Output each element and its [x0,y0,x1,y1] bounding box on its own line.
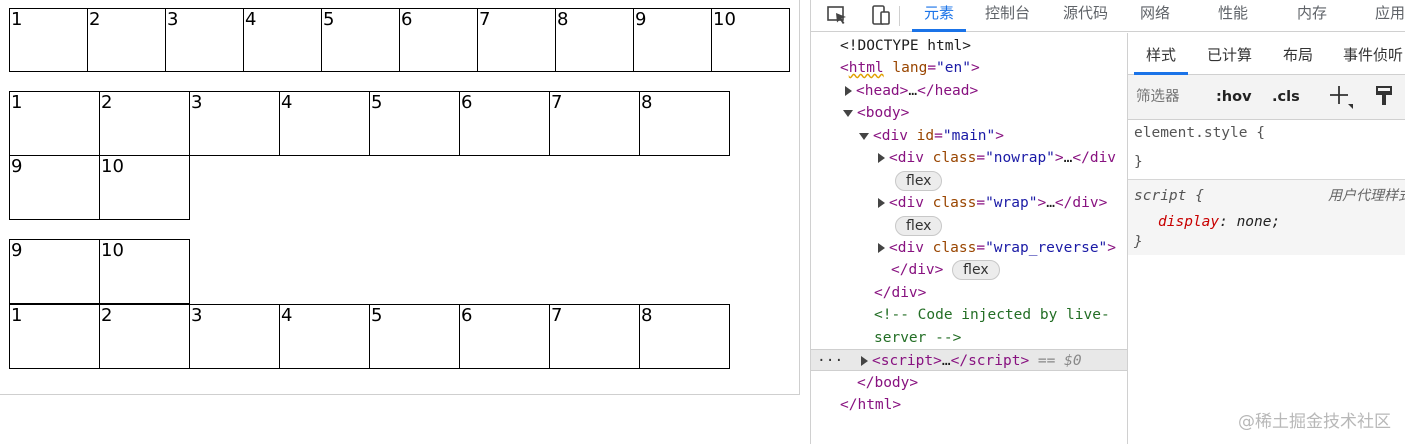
toolbar-divider [899,6,900,26]
row-options-icon[interactable]: ··· [817,353,844,369]
expand-arrow-icon[interactable] [861,356,868,366]
wrap-item: 2 [99,91,190,156]
wrap-reverse-item: 10 [99,239,190,304]
expand-arrow-icon[interactable] [878,153,885,163]
styles-toolbar: :hov .cls [1128,75,1405,120]
dom-html-close[interactable]: </html> [840,397,902,413]
dom-head[interactable]: <head>…</head> [811,80,1127,102]
element-style-rule: element.style { } [1128,120,1405,180]
styles-filter-input[interactable] [1136,86,1196,108]
flex-badge[interactable]: flex [952,260,1000,280]
wrap-item: 5 [369,91,460,156]
wrap-reverse-item: 2 [99,304,190,369]
wrap-reverse-item: 1 [9,304,100,369]
wrap-item: 8 [639,91,730,156]
dom-body-close[interactable]: </body> [857,375,919,391]
styles-tabbar: 样式 已计算 布局 事件侦听 [1128,33,1405,75]
rule-close-brace: } [1134,234,1143,250]
devtools-tabbar: 元素 控制台 源代码 网络 性能 内存 应用 [811,0,1405,32]
styles-pane: 样式 已计算 布局 事件侦听 :hov .cls element.style {… [1127,33,1405,444]
expand-arrow-icon[interactable] [878,243,885,253]
tab-application[interactable]: 应用 [1375,4,1405,22]
devtools-panel: 元素 控制台 源代码 网络 性能 内存 应用 <!DOCTYPE html> <… [810,0,1405,444]
flex-badge[interactable]: flex [895,216,943,236]
nowrap-item: 5 [321,8,400,72]
wrap-reverse-item: 4 [279,304,370,369]
wrap-item: 6 [459,91,550,156]
element-state-icon[interactable] [1373,84,1395,106]
hov-button[interactable]: :hov [1216,89,1252,105]
wrap-item: 3 [189,91,280,156]
nowrap-item: 8 [555,8,634,72]
wrap-reverse-item: 3 [189,304,280,369]
tab-sources[interactable]: 源代码 [1063,4,1109,22]
dom-div-wrap-reverse[interactable]: <div class="wrap_reverse"> [811,237,1127,259]
collapse-arrow-icon[interactable] [843,109,853,117]
dom-div-close-main[interactable]: </div> [874,285,927,301]
tab-layout[interactable]: 布局 [1283,46,1314,64]
nowrap-item: 9 [633,8,712,72]
nowrap-item: 2 [87,8,166,72]
flex-badge[interactable]: flex [895,171,943,191]
dom-comment-line-1[interactable]: <!-- Code injected by live- [874,307,1110,323]
wrap-reverse-item: 7 [549,304,640,369]
dom-div-main[interactable]: <div id="main"> [811,125,1127,147]
script-style-rule: script { 用户代理样式表 display: none; } [1128,180,1405,255]
nowrap-item: 10 [711,8,790,72]
nowrap-item: 6 [399,8,478,72]
tab-elements[interactable]: 元素 [911,0,967,32]
nowrap-item: 4 [243,8,322,72]
wrap-item: 7 [549,91,640,156]
new-style-rule-icon[interactable] [1328,84,1354,109]
expand-arrow-icon[interactable] [845,86,852,96]
wrap-reverse-item: 9 [9,239,100,304]
dom-flex-badge-nowrap: flex [811,170,1127,192]
dom-div-close-wrap-reverse[interactable]: </div> flex [811,259,1127,281]
tab-performance[interactable]: 性能 [1218,4,1249,22]
wrap-item: 9 [9,155,100,220]
element-style-selector[interactable]: element.style { [1134,125,1265,141]
tab-event-listeners[interactable]: 事件侦听 [1343,46,1404,64]
script-selector[interactable]: script { [1134,188,1204,204]
collapse-arrow-icon[interactable] [859,132,869,140]
dom-script-selected[interactable]: ···<script>…</script> == $0 [811,349,1127,371]
wrap-item: 10 [99,155,190,220]
watermark: @稀土掘金技术社区 [1238,412,1391,432]
wrap-item: 4 [279,91,370,156]
dom-tree: <!DOCTYPE html> <html lang="en"> <head>…… [811,33,1127,444]
dom-doctype[interactable]: <!DOCTYPE html> [840,38,971,54]
nowrap-item: 7 [477,8,556,72]
tab-network[interactable]: 网络 [1140,4,1171,22]
expand-arrow-icon[interactable] [878,198,885,208]
dom-flex-badge-wrap: flex [811,215,1127,237]
tab-console[interactable]: 控制台 [985,4,1031,22]
wrap-reverse-item: 5 [369,304,460,369]
nowrap-item: 3 [165,8,244,72]
wrap-reverse-item: 6 [459,304,550,369]
nowrap-item: 1 [9,8,88,72]
dom-html-open[interactable]: <html lang="en"> [840,60,980,76]
dom-body-open[interactable]: <body> [811,102,1127,124]
user-agent-stylesheet-label: 用户代理样式表 [1328,188,1405,204]
tab-styles[interactable]: 样式 [1133,33,1189,75]
wrap-item: 1 [9,91,100,156]
dom-div-wrap[interactable]: <div class="wrap">…</div> [811,192,1127,214]
cls-button[interactable]: .cls [1272,89,1300,105]
wrap-reverse-item: 8 [639,304,730,369]
device-toolbar-icon[interactable] [869,4,893,26]
tab-computed[interactable]: 已计算 [1207,46,1253,64]
dom-comment-line-2[interactable]: server --> [874,330,962,346]
inspect-element-icon[interactable] [825,4,849,26]
style-declaration[interactable]: display: none; [1158,214,1281,230]
tab-memory[interactable]: 内存 [1297,4,1328,22]
rule-close-brace: } [1134,154,1143,170]
dom-div-nowrap[interactable]: <div class="nowrap">…</div [811,147,1127,169]
